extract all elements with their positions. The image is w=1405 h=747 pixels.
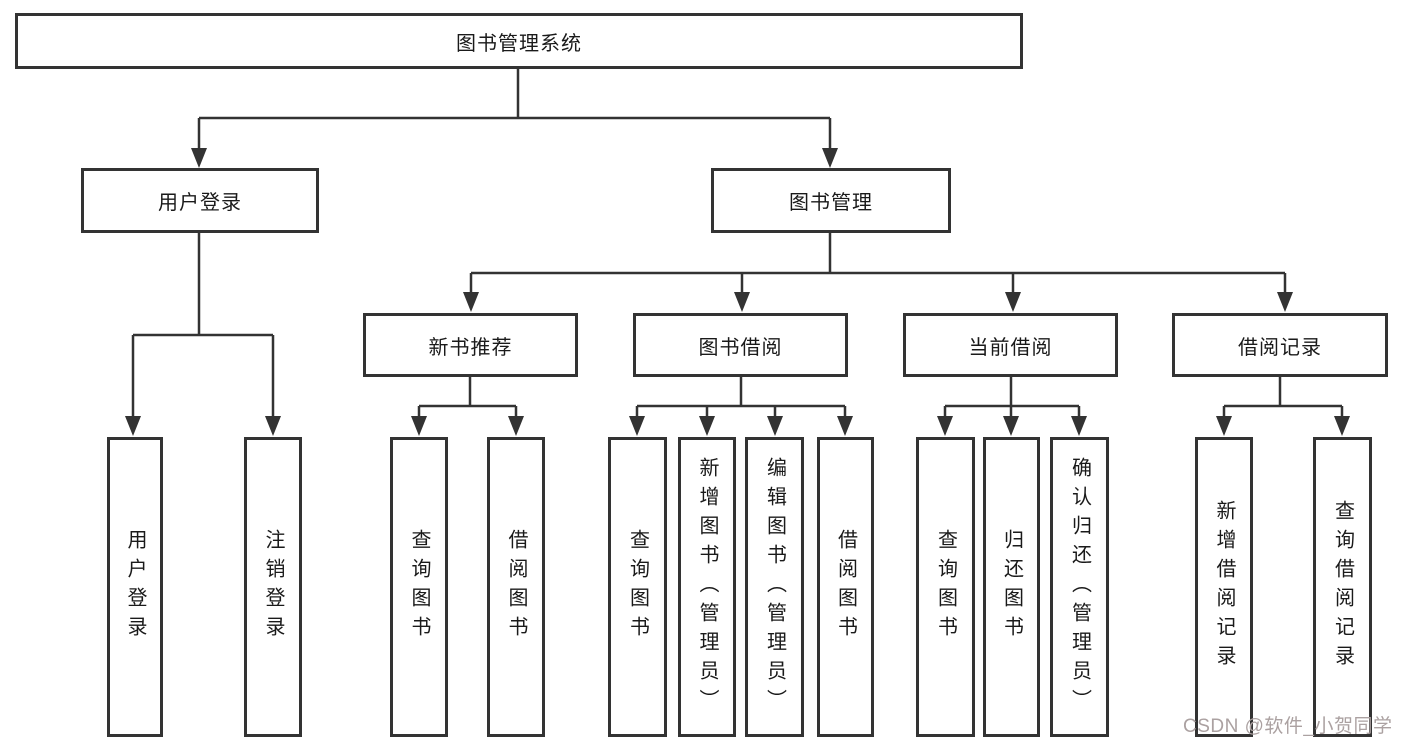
leaf-return-books-label: 归还图书 <box>1000 529 1023 645</box>
leaf-add-book-admin: 新增图书（管理员） <box>678 437 736 737</box>
leaf-edit-book-admin: 编辑图书（管理员） <box>745 437 804 737</box>
leaf-return-books: 归还图书 <box>983 437 1040 737</box>
node-library-management-system-label: 图书管理系统 <box>456 32 582 55</box>
leaf-newbook-borrow-books: 借阅图书 <box>487 437 545 737</box>
node-user-login: 用户登录 <box>81 168 319 233</box>
leaf-query-borrow-record: 查询借阅记录 <box>1313 437 1372 737</box>
leaf-add-book-admin-label: 新增图书（管理员） <box>696 456 718 718</box>
node-book-borrow: 图书借阅 <box>633 313 848 377</box>
node-book-management-label: 图书管理 <box>789 192 873 214</box>
leaf-edit-book-admin-label: 编辑图书（管理员） <box>763 456 786 718</box>
node-book-management: 图书管理 <box>711 168 951 233</box>
leaf-newbook-query-books-label: 查询图书 <box>408 529 430 645</box>
leaf-borrow-books-label: 借阅图书 <box>834 529 857 645</box>
node-current-borrow: 当前借阅 <box>903 313 1118 377</box>
leaf-query-borrow-record-label: 查询借阅记录 <box>1331 500 1354 674</box>
leaf-add-borrow-record: 新增借阅记录 <box>1195 437 1253 737</box>
leaf-borrow-query-books-label: 查询图书 <box>626 529 649 645</box>
leaf-borrow-books: 借阅图书 <box>817 437 874 737</box>
leaf-logout: 注销登录 <box>244 437 302 737</box>
leaf-current-query-books: 查询图书 <box>916 437 975 737</box>
arrowheads <box>125 148 1350 436</box>
leaf-newbook-query-books: 查询图书 <box>390 437 448 737</box>
connector-paths <box>131 68 1344 418</box>
leaf-logout-label: 注销登录 <box>262 529 284 645</box>
node-borrow-record: 借阅记录 <box>1172 313 1388 377</box>
node-borrow-record-label: 借阅记录 <box>1238 336 1322 359</box>
node-new-book-recommend-label: 新书推荐 <box>428 336 513 359</box>
csdn-watermark: CSDN @软件_小贺同学 <box>1183 716 1393 737</box>
node-library-management-system: 图书管理系统 <box>15 13 1023 69</box>
leaf-user-login-label: 用户登录 <box>124 529 146 645</box>
leaf-confirm-return-admin-label: 确认归还（管理员） <box>1068 456 1091 718</box>
leaf-add-borrow-record-label: 新增借阅记录 <box>1213 500 1235 674</box>
leaf-newbook-borrow-books-label: 借阅图书 <box>505 529 527 645</box>
node-book-borrow-label: 图书借阅 <box>698 336 783 359</box>
node-new-book-recommend: 新书推荐 <box>363 313 578 377</box>
leaf-user-login: 用户登录 <box>107 437 163 737</box>
leaf-borrow-query-books: 查询图书 <box>608 437 667 737</box>
leaf-confirm-return-admin: 确认归还（管理员） <box>1050 437 1109 737</box>
node-current-borrow-label: 当前借阅 <box>968 336 1053 359</box>
node-user-login-label: 用户登录 <box>158 192 242 214</box>
leaf-current-query-books-label: 查询图书 <box>934 529 957 645</box>
